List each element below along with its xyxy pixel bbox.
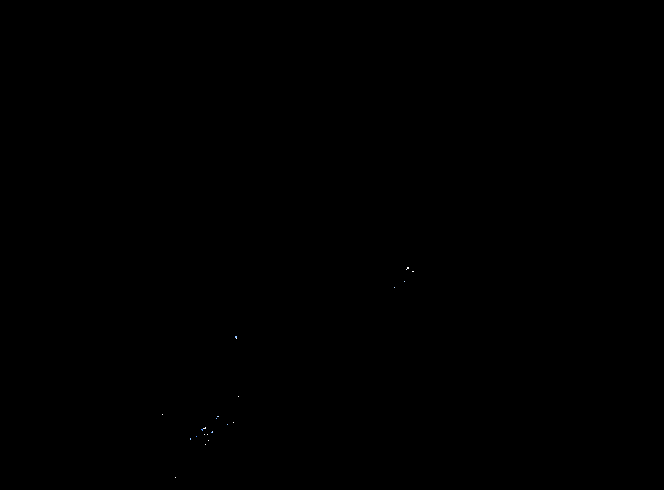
star-speck	[162, 414, 163, 415]
star-speck	[205, 444, 206, 445]
star-speck	[406, 269, 407, 270]
star-speck	[212, 431, 213, 433]
star-speck	[196, 436, 197, 437]
star-speck	[227, 424, 228, 425]
star-speck	[204, 434, 205, 435]
star-speck	[203, 428, 206, 429]
star-speck	[205, 427, 206, 428]
star-speck	[235, 336, 237, 338]
star-speck	[407, 267, 409, 269]
star-speck	[394, 287, 395, 288]
star-speck	[175, 477, 176, 478]
star-speck	[202, 430, 203, 431]
star-speck	[217, 416, 219, 417]
star-speck	[208, 440, 209, 441]
star-speck	[236, 338, 237, 339]
star-speck	[207, 434, 208, 435]
star-speck	[412, 271, 414, 272]
star-speck	[201, 429, 203, 430]
star-speck	[216, 418, 217, 419]
star-speck	[233, 422, 234, 423]
star-speck	[404, 281, 405, 282]
star-speck	[190, 438, 191, 440]
star-speck	[211, 432, 212, 433]
star-speck	[238, 396, 239, 397]
